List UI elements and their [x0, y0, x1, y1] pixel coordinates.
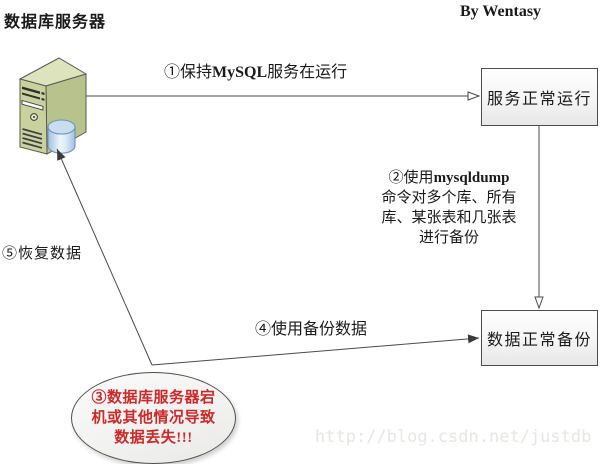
- edge-label-step2: ②使用mysqldump 命令对多个库、所有 库、某张表和几张表 进行备份: [360, 168, 538, 248]
- step2-line-1: ②使用mysqldump: [360, 168, 538, 188]
- step2-prefix: ②使用: [388, 170, 434, 186]
- data-loss-line-1: ③数据库服务器宕: [91, 390, 216, 406]
- edge-label-step5: ⑤恢复数据: [2, 246, 83, 262]
- node-data-backup: 数据正常备份: [481, 310, 598, 366]
- data-loss-line-2: 机或其他情况导致: [91, 410, 216, 426]
- data-loss-line-3: 数据丢失!!!: [114, 430, 193, 446]
- step1-suffix: 服务在运行: [267, 64, 348, 81]
- author-credit: By Wentasy: [460, 3, 542, 20]
- edge-label-step4: ④使用备份数据: [255, 321, 368, 338]
- node-data-backup-label: 数据正常备份: [486, 332, 592, 349]
- server-title: 数据库服务器: [4, 14, 107, 31]
- node-service-running-label: 服务正常运行: [486, 91, 592, 108]
- step1-highlight: MySQL: [212, 64, 268, 81]
- node-data-loss: ③数据库服务器宕 机或其他情况导致 数据丢失!!!: [71, 372, 236, 464]
- step1-prefix: ①保持: [164, 64, 213, 81]
- step2-line-3: 库、某张表和几张表: [381, 210, 517, 226]
- edge-label-step1: ①保持MySQL服务在运行: [164, 58, 347, 82]
- step2-highlight: mysqldump: [433, 170, 510, 186]
- server-tower-icon: [18, 57, 88, 155]
- blog-watermark: http://blog.csdn.net/justdb: [315, 427, 592, 447]
- node-service-running: 服务正常运行: [481, 68, 598, 126]
- database-cylinder-icon: [47, 119, 76, 154]
- step2-line-4: 进行备份: [418, 230, 479, 246]
- edge-step4-use-backup-data: [151, 334, 480, 366]
- edge-step5-restore-data: [56, 148, 153, 366]
- step2-line-2: 命令对多个库、所有: [381, 190, 517, 206]
